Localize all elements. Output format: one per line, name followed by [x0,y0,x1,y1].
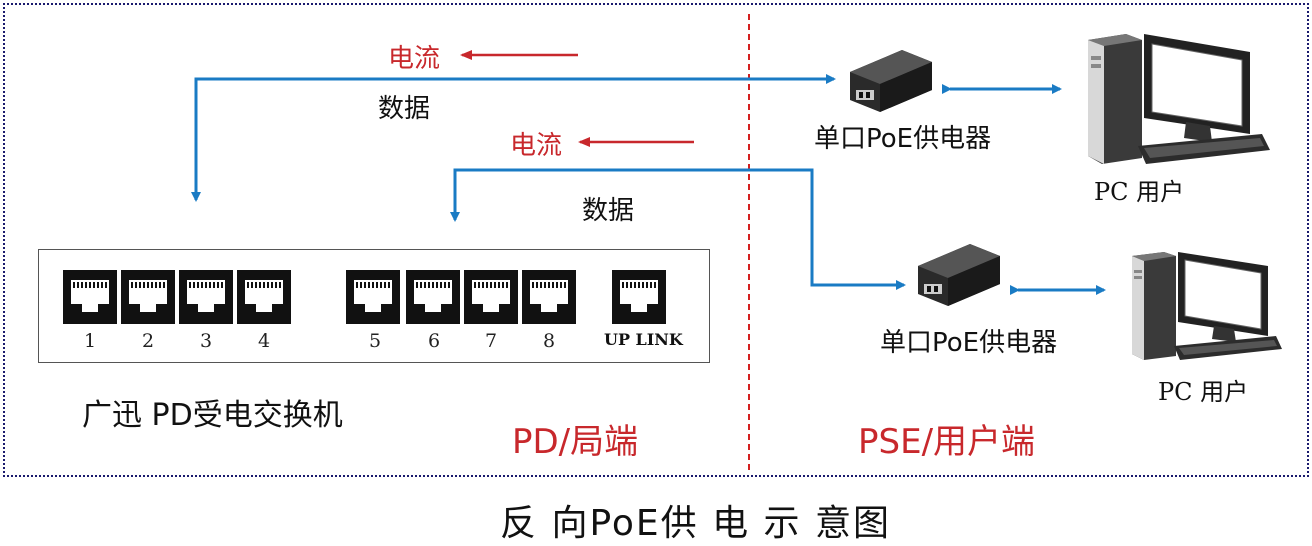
switch-label: 广迅 PD受电交换机 [82,398,343,433]
pd-side-label: PD/局端 [512,422,639,462]
ethernet-port-icon [179,270,233,324]
diagram-frame [3,3,1309,477]
wire-bottom [450,168,902,287]
current-label-top: 电流 [388,44,441,74]
current-label-bottom: 电流 [510,131,563,161]
port-number: 3 [199,330,213,352]
pd-pse-divider [748,14,750,470]
pc-icon [1088,34,1270,164]
port-number: 5 [368,330,382,352]
diagram-title: 反 向PoE供 电 示 意图 [500,503,891,544]
ethernet-port-icon [406,270,460,324]
poe-injector-icon [918,244,1000,306]
pc-top-label: PC 用户 [1094,178,1185,206]
pse-side-label: PSE/用户端 [858,422,1036,462]
port-number: 6 [427,330,441,352]
port-number: 2 [141,330,155,352]
ethernet-port-icon [121,270,175,324]
poe-injector-icon [850,50,932,112]
ethernet-port-icon [464,270,518,324]
port-number: 8 [542,330,556,352]
port-number: 4 [257,330,271,352]
wire-top [191,77,834,202]
port-number: 1 [83,330,97,352]
pc-icon [1132,252,1282,360]
injector-top-label: 单口PoE供电器 [814,124,992,154]
uplink-label: UP LINK [604,330,683,349]
ethernet-port-icon [522,270,576,324]
data-label-bottom: 数据 [582,196,635,226]
pc-bottom-label: PC 用户 [1158,378,1249,406]
data-label-top: 数据 [378,94,431,124]
ethernet-port-icon [63,270,117,324]
ethernet-port-icon [237,270,291,324]
ethernet-port-icon [346,270,400,324]
port-number: 7 [484,330,498,352]
injector-bottom-label: 单口PoE供电器 [880,328,1058,358]
uplink-port-icon [612,270,666,324]
